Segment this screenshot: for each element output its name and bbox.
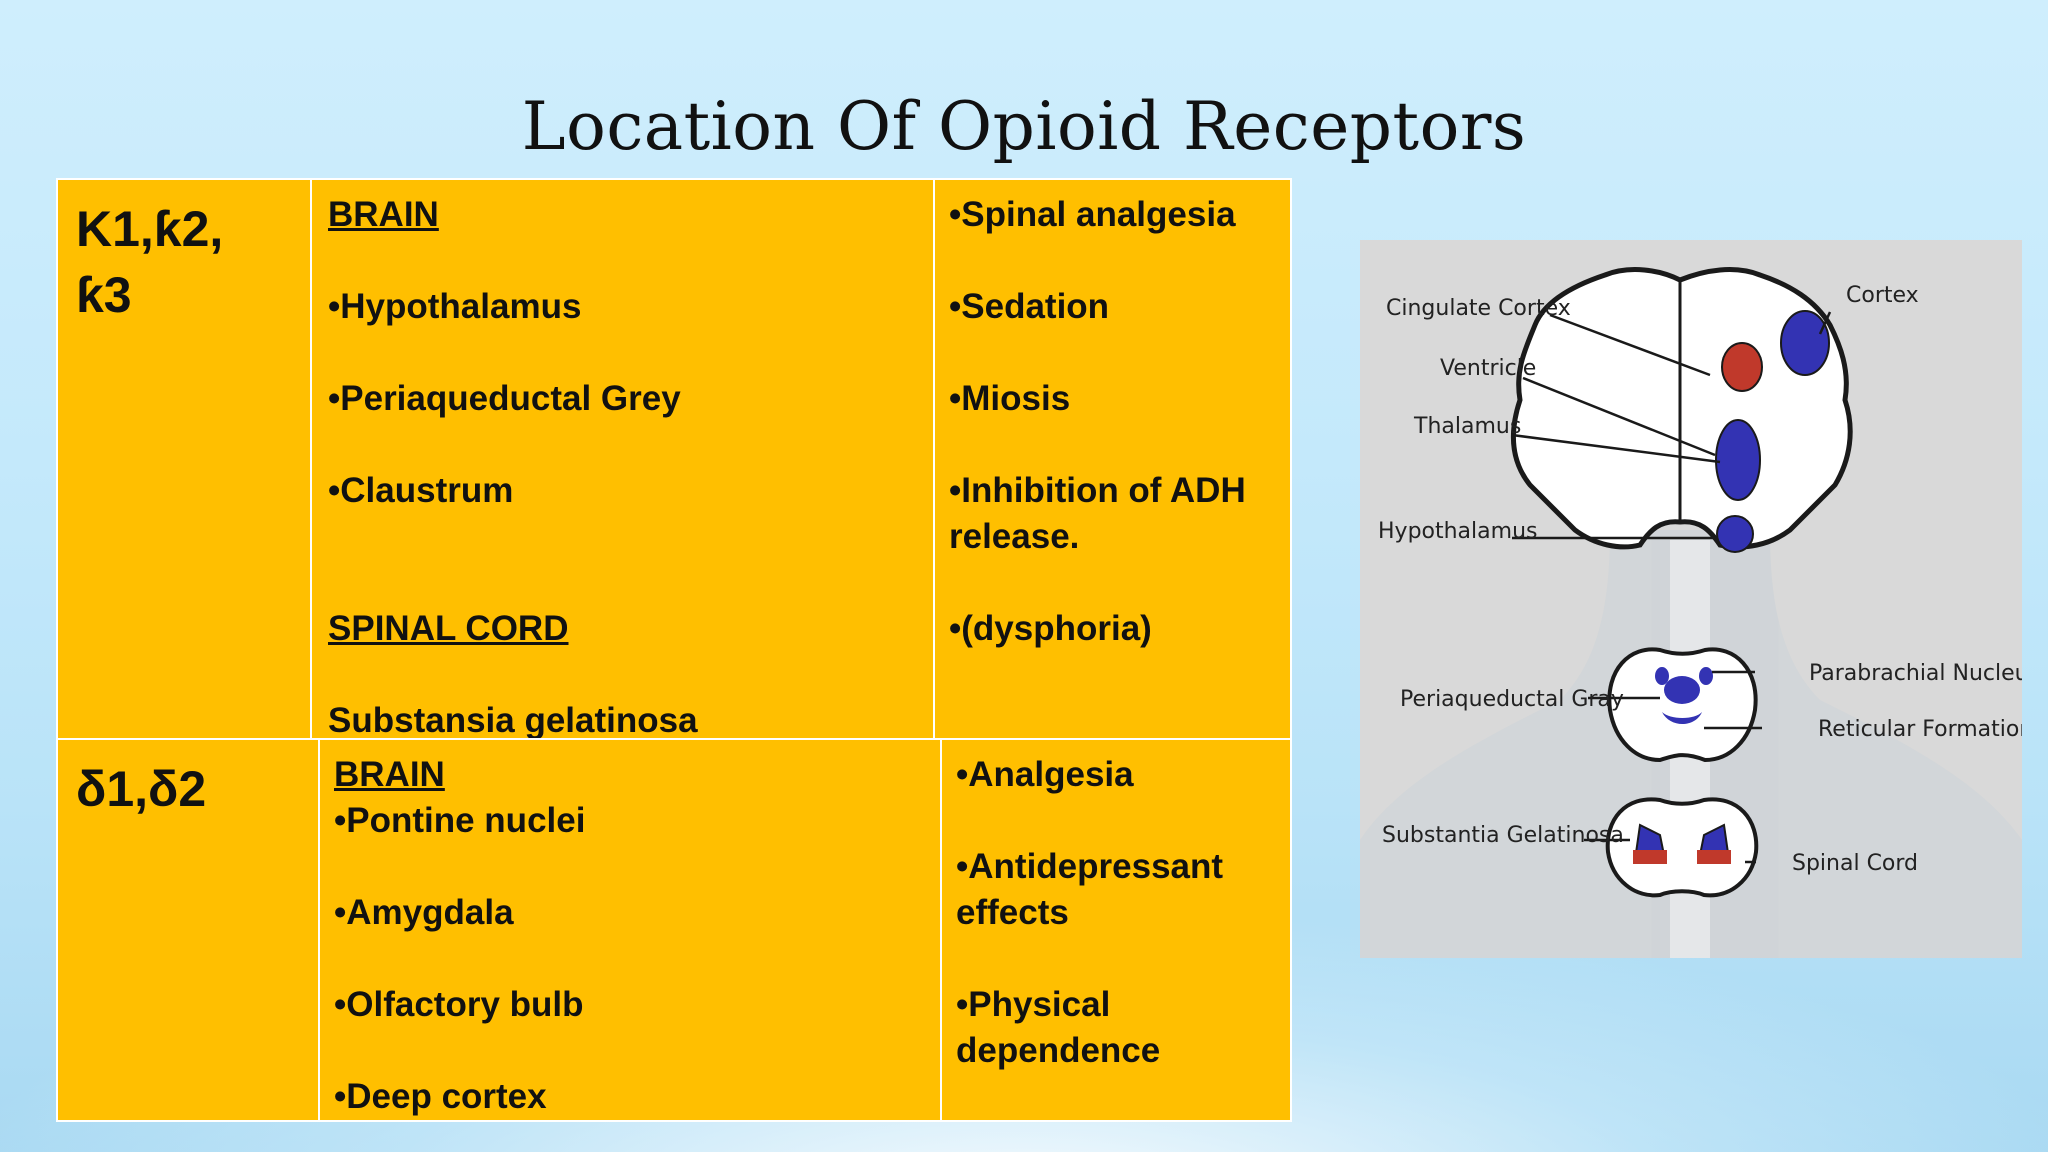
kappa-effect: •Inhibition of ADH [949,471,1246,510]
kappa-spinal-heading: SPINAL CORD [328,609,569,648]
cingulate-cortex-blob [1721,342,1763,392]
delta-effect: •Analgesia [956,755,1134,794]
brain-outline [1510,267,1853,550]
kappa-effect: •Spinal analgesia [949,195,1236,234]
kappa-receptor-label: Κ1,ƙ2, ƙ3 [58,180,310,328]
label-parabrachial-nucleus: Parabrachial Nucleus [1809,661,2022,686]
kappa-effect: •Miosis [949,379,1071,418]
anatomy-diagram: Cingulate Cortex Cortex Ventricle Thalam… [1360,267,2022,958]
leader-lines [1511,311,1832,864]
slide-title: Location Of Opioid Receptors [521,88,1527,165]
label-ventricle: Ventricle [1440,356,1536,381]
label-periaqueductal-gray: Periaqueductal Gray [1400,687,1624,712]
kappa-brain-item: •Periaqueductal Grey [328,379,681,418]
delta-effect: •Antidepressant [956,847,1224,886]
delta-brain-item: •Pontine nuclei [334,801,586,840]
delta-receptor-label: δ1,δ2 [76,761,207,817]
kappa-location-cell: BRAIN •Hypothalamus •Periaqueductal Grey… [312,180,935,740]
delta-brain-item: •Amygdala [334,893,514,932]
delta-receptor-cell: δ1,δ2 [58,740,320,1120]
label-hypothalamus: Hypothalamus [1378,519,1537,544]
delta-effect: effects [956,893,1069,932]
kappa-effect: release. [949,517,1080,556]
delta-row: δ1,δ2 BRAIN •Pontine nuclei •Amygdala •O… [56,738,1292,1122]
kappa-brain-item: •Claustrum [328,471,514,510]
label-cingulate-cortex: Cingulate Cortex [1386,296,1571,321]
cortex-blob [1780,310,1830,376]
kappa-receptor-line-2: ƙ3 [76,267,132,323]
kappa-effect: •(dysphoria) [949,609,1152,648]
delta-effect: dependence [956,1031,1161,1070]
delta-brain-item: •Deep cortex [334,1077,547,1116]
receptor-anatomy-figure: Cingulate Cortex Cortex Ventricle Thalam… [1360,240,2022,958]
kappa-brain-heading: BRAIN [328,195,439,234]
label-spinal-cord: Spinal Cord [1792,851,1918,876]
label-reticular-formation: Reticular Formation [1818,717,2022,742]
delta-effect: •Physical [956,985,1111,1024]
delta-effects-cell: •Analgesia •Antidepressant effects •Phys… [942,740,1290,1120]
kappa-receptor-line-1: Κ1,ƙ2, [76,201,224,257]
delta-brain-heading: BRAIN [334,755,445,794]
spinal-cord-section [1605,797,1759,898]
kappa-row: Κ1,ƙ2, ƙ3 BRAIN •Hypothalamus •Periaqued… [56,178,1292,740]
thalamus-blob [1715,419,1761,501]
kappa-receptor-cell: Κ1,ƙ2, ƙ3 [58,180,312,738]
brainstem-section [1607,647,1758,763]
hypothalamus-blob [1716,515,1754,553]
kappa-brain-item: •Hypothalamus [328,287,582,326]
kappa-effect: •Sedation [949,287,1110,326]
periaqueductal-blob [1664,676,1700,704]
kappa-spinal-item: Substansia gelatinosa [328,701,698,740]
label-substantia-gelatinosa: Substantia Gelatinosa [1382,823,1624,848]
label-thalamus: Thalamus [1413,414,1521,439]
label-cortex: Cortex [1846,283,1919,308]
delta-brain-item: •Olfactory bulb [334,985,584,1024]
kappa-effects-cell: •Spinal analgesia •Sedation •Miosis •Inh… [935,180,1290,738]
delta-location-cell: BRAIN •Pontine nuclei •Amygdala •Olfacto… [320,740,942,1120]
